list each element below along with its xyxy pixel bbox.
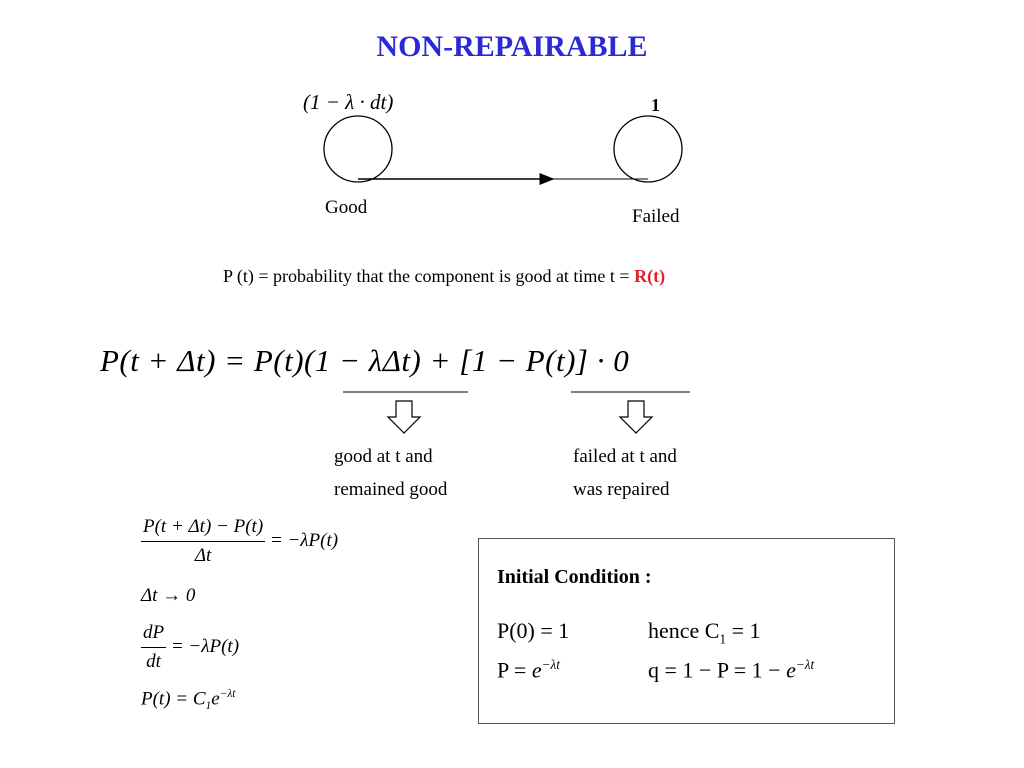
ic-line2-left: P = e−λt (497, 657, 560, 683)
eq3-numerator: dP (141, 622, 167, 648)
derivation-eq3: dP dt = −λP(t) (141, 622, 239, 673)
ic-exp-base-2: e (786, 657, 796, 683)
state-diagram (323, 115, 683, 185)
eq3-denominator: dt (146, 651, 161, 672)
right-down-arrow-icon (618, 400, 654, 434)
eq4-subscript: 1 (205, 700, 212, 713)
equation-term-markers (343, 391, 690, 434)
derivation-eq4: P(t) = C1e−λt (141, 688, 235, 712)
right-annotation-line-1: failed at t and (573, 446, 677, 467)
left-down-arrow-icon (386, 400, 422, 434)
reliability-highlight: R(t) (634, 266, 666, 286)
eq1-rhs: = −λP(t) (269, 529, 339, 551)
definition-text: P (t) = probability that the component i… (223, 266, 635, 286)
good-state-label: Good (325, 197, 368, 218)
eq1-fraction: P(t + Δt) − P(t) Δt (141, 516, 266, 567)
eq1-numerator: P(t + Δt) − P(t) (141, 516, 266, 542)
ic-line1-left: P(0) = 1 (497, 618, 570, 643)
ic-q-equation: q = 1 − P = 1 − (648, 657, 787, 683)
ic-exp-base: e (531, 657, 542, 683)
failed-state-label: Failed (632, 206, 680, 227)
left-term-annotation: good at t and remained good (334, 440, 447, 506)
main-equation: P(t + Δt) = P(t)(1 − λΔt) + [1 − P(t)] ·… (100, 343, 630, 378)
ic-c-value: = 1 (726, 618, 761, 643)
initial-condition-heading: Initial Condition : (497, 566, 652, 588)
right-annotation-line-2: was repaired (573, 479, 670, 500)
left-annotation-line-1: good at t and (334, 446, 433, 467)
eq4-exp-base: e (211, 688, 220, 710)
failed-state-circle (613, 115, 683, 183)
left-annotation-line-2: remained good (334, 479, 448, 500)
ic-line1-right: hence C1 = 1 (648, 618, 760, 647)
right-term-annotation: failed at t and was repaired (573, 440, 677, 506)
derivation-eq2: Δt → 0 (141, 585, 196, 606)
ic-exponent-2: −λt (795, 657, 815, 672)
eq3-fraction: dP dt (141, 622, 167, 673)
eq4-lhs: P(t) = C (141, 688, 206, 710)
derivation-eq1: P(t + Δt) − P(t) Δt = −λP(t) (141, 516, 338, 567)
ic-c-subscript: 1 (719, 631, 727, 647)
ic-p-equals: P = (497, 657, 532, 683)
transition-rate-label: (1 − λ · dt) (303, 90, 394, 114)
ic-line2-right: q = 1 − P = 1 − e−λt (648, 657, 814, 683)
good-state-circle (323, 115, 393, 183)
ic-hence-text: hence C (648, 618, 720, 643)
ic-exponent: −λt (541, 657, 560, 672)
eq1-denominator: Δt (194, 545, 212, 566)
eq4-exponent: −λt (219, 688, 236, 700)
definition-line: P (t) = probability that the component i… (223, 266, 665, 287)
eq3-rhs: = −λP(t) (170, 635, 240, 657)
initial-condition-box (478, 538, 895, 724)
failed-self-loop-label: 1 (651, 95, 660, 115)
page-title: NON-REPAIRABLE (376, 30, 648, 63)
